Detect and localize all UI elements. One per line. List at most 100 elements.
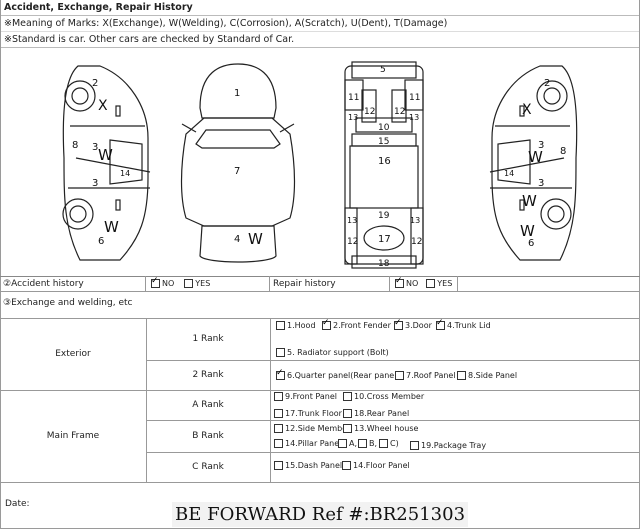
main-frame-label: Main Frame <box>46 431 100 441</box>
accident-no-checkbox[interactable] <box>151 276 160 288</box>
option-label: 5. Radiator support (Bolt) <box>287 348 389 357</box>
option-label: 7.Roof Panel <box>406 371 456 380</box>
option-checkbox[interactable] <box>436 318 445 330</box>
frame-mark-11a: 11 <box>348 93 359 103</box>
top-mark-1: 1 <box>234 88 240 99</box>
frame-mark-13b: 13 <box>409 113 419 122</box>
option-item: 5. Radiator support (Bolt) <box>276 348 389 357</box>
option-checkbox[interactable] <box>276 368 285 380</box>
frame-mark-12c: 12 <box>347 237 358 247</box>
accident-yes-label: YES <box>195 279 211 288</box>
repair-yes-checkbox[interactable] <box>426 279 436 288</box>
frame-mark-17: 17 <box>378 234 391 245</box>
option-checkbox[interactable] <box>343 409 352 418</box>
option-item: 3.Door <box>394 318 432 330</box>
option-label: 14.Pillar Panel( <box>285 439 345 448</box>
date-label: Date: <box>5 499 30 509</box>
frame-mark-12b: 12 <box>394 107 405 117</box>
option-checkbox[interactable] <box>395 371 404 380</box>
option-item: 14.Floor Panel <box>342 461 410 470</box>
option-checkbox[interactable] <box>322 318 331 330</box>
option-checkbox[interactable] <box>457 371 466 380</box>
right-mark-6: 6 <box>528 238 534 249</box>
option-label: 12.Side Member <box>285 424 351 433</box>
exchange-title: ③Exchange and welding, etc <box>3 298 133 308</box>
option-label: 19.Package Tray <box>421 441 487 450</box>
option-checkbox[interactable] <box>343 424 352 433</box>
repair-no-label: NO <box>406 279 419 288</box>
accident-label: ②Accident history <box>0 276 146 291</box>
repair-options: NO YES <box>390 276 458 291</box>
option-checkbox[interactable] <box>338 439 347 448</box>
option-checkbox[interactable] <box>276 321 285 330</box>
right-mark-w1: W <box>528 148 543 166</box>
right-mark-w2: W <box>522 192 537 210</box>
option-label: 10.Cross Member <box>354 392 425 401</box>
option-item: 6.Quarter panel(Rear panel) <box>276 368 400 380</box>
repair-no-checkbox[interactable] <box>395 276 404 288</box>
option-checkbox[interactable] <box>342 461 351 470</box>
option-label: 14.Floor Panel <box>353 461 410 470</box>
right-mark-x: X <box>522 102 532 118</box>
option-checkbox[interactable] <box>274 392 283 401</box>
option-checkbox[interactable] <box>274 461 283 470</box>
option-item: 7.Roof Panel <box>395 371 456 380</box>
right-mark-w3: W <box>520 222 535 240</box>
option-item: 18.Rear Panel <box>343 409 409 418</box>
option-label: 9.Front Panel <box>285 392 337 401</box>
right-side-view <box>489 65 578 261</box>
top-mark-4: 4 <box>234 234 240 245</box>
option-label: 6.Quarter panel(Rear panel) <box>287 371 400 380</box>
option-item: 8.Side Panel <box>457 371 517 380</box>
top-mark-w: W <box>248 230 263 248</box>
accident-row: ②Accident history NO YES Repair history … <box>0 276 640 292</box>
frame-mark-13d: 13 <box>410 216 420 225</box>
option-item: 17.Trunk Floor <box>274 409 342 418</box>
option-checkbox[interactable] <box>358 439 367 448</box>
main-frame-rank-c: C Rank <box>192 462 224 472</box>
option-checkbox[interactable] <box>274 439 283 448</box>
option-checkbox[interactable] <box>410 441 419 450</box>
sheet-title: Accident, Exchange, Repair History <box>1 0 639 16</box>
left-mark-8: 8 <box>72 140 78 151</box>
right-mark-14: 14 <box>504 169 514 178</box>
frame-mark-12a: 12 <box>364 107 375 117</box>
option-item: 12.Side Member <box>274 424 350 433</box>
left-mark-3b: 3 <box>92 178 98 189</box>
standard-note: ※Standard is car. Other cars are checked… <box>1 32 639 48</box>
left-mark-2: 2 <box>92 78 98 89</box>
option-item: 1.Hood <box>276 321 316 330</box>
option-checkbox[interactable] <box>274 409 283 418</box>
frame-mark-5: 5 <box>380 65 386 75</box>
watermark: BE FORWARD Ref #:BR251303 <box>172 502 468 527</box>
option-item: 19.Package Tray <box>410 441 486 450</box>
option-checkbox[interactable] <box>276 348 285 357</box>
option-checkbox[interactable] <box>274 424 283 433</box>
right-mark-2: 2 <box>544 78 550 89</box>
exterior-label: Exterior <box>55 349 91 359</box>
repair-label: Repair history <box>270 276 390 291</box>
option-label: 17.Trunk Floor <box>285 409 342 418</box>
frame-mark-18: 18 <box>378 259 390 269</box>
frame-mark-16: 16 <box>378 156 391 167</box>
option-label: 3.Door <box>405 321 432 330</box>
option-checkbox[interactable] <box>394 318 403 330</box>
option-item: 2.Front Fender <box>322 318 391 330</box>
option-item: 13.Wheel house <box>343 424 418 433</box>
option-item: 14.Pillar Panel( <box>274 439 344 448</box>
frame-view <box>344 61 424 269</box>
option-checkbox[interactable] <box>343 392 352 401</box>
option-label: C) <box>390 439 399 448</box>
option-item: 4.Trunk Lid <box>436 318 491 330</box>
accident-yes-checkbox[interactable] <box>184 279 194 288</box>
accident-no-label: NO <box>162 279 175 288</box>
option-label: 2.Front Fender <box>333 321 391 330</box>
option-label: 13.Wheel house <box>354 424 419 433</box>
main-frame-rank-a: A Rank <box>192 400 224 410</box>
left-side-view <box>62 65 151 261</box>
option-checkbox[interactable] <box>379 439 388 448</box>
left-mark-14: 14 <box>120 169 130 178</box>
car-diagram-svg: 2 X 8 3 W 14 3 W 6 1 7 4 W 5 11 11 12 12… <box>62 61 578 269</box>
option-item: B, <box>358 439 377 448</box>
frame-mark-13a: 13 <box>348 113 358 122</box>
